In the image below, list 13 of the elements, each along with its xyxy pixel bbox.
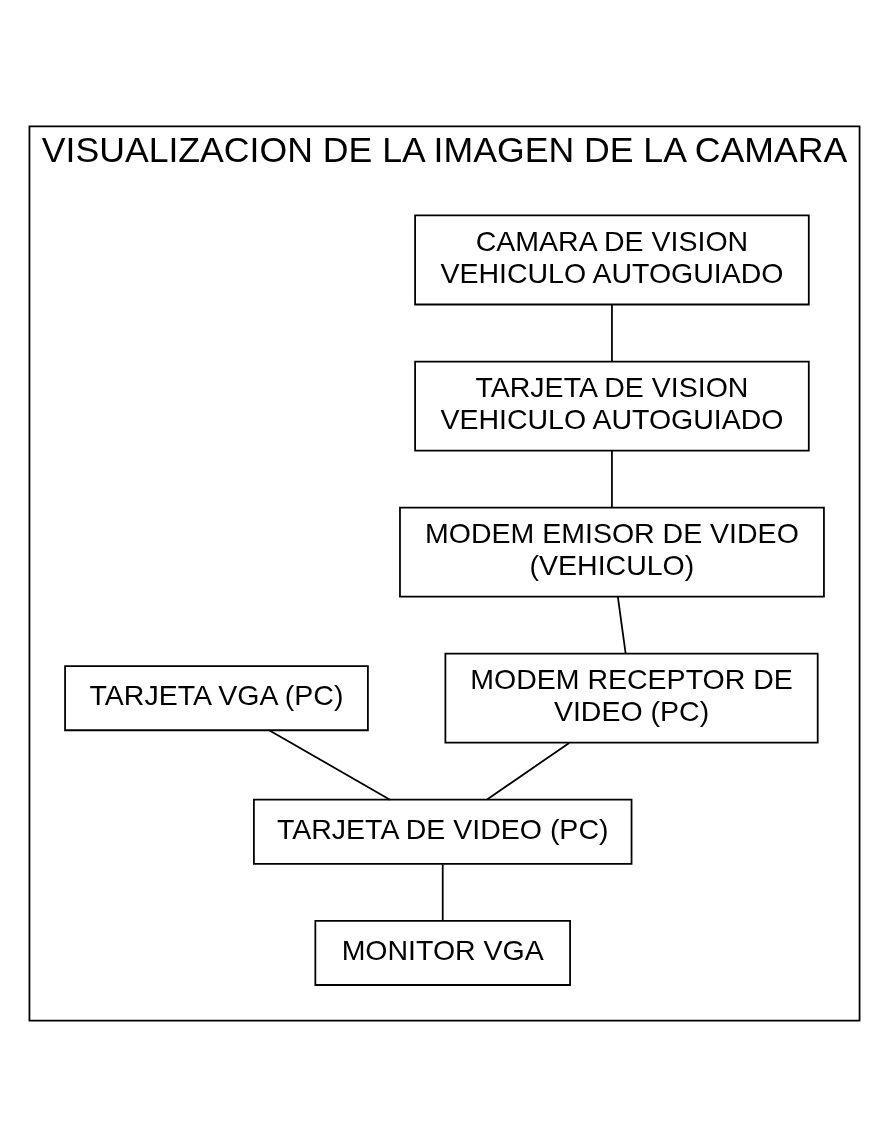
node-box: TARJETA DE VISION VEHICULO AUTOGUIADO bbox=[414, 360, 810, 452]
connector bbox=[611, 303, 613, 362]
node-box: MONITOR VGA bbox=[314, 920, 571, 986]
node-box: CAMARA DE VISION VEHICULO AUTOGUIADO bbox=[414, 214, 810, 306]
node-box: MODEM RECEPTOR DE VIDEO (PC) bbox=[444, 652, 819, 744]
connector bbox=[611, 449, 613, 508]
connector bbox=[441, 863, 444, 921]
node-box: TARJETA DE VIDEO (PC) bbox=[253, 798, 633, 865]
node-box: MODEM EMISOR DE VIDEO (VEHICULO) bbox=[399, 506, 825, 598]
connector bbox=[268, 729, 391, 801]
connector bbox=[486, 742, 571, 801]
node-box: TARJETA VGA (PC) bbox=[64, 665, 369, 732]
connector bbox=[616, 595, 627, 655]
